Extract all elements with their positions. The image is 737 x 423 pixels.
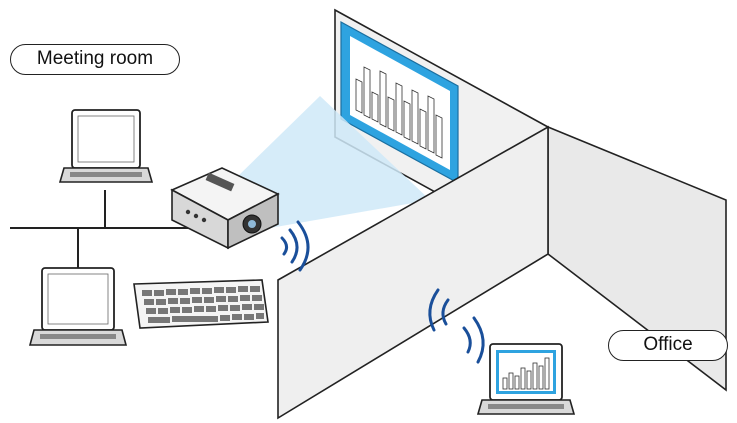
partition-wall (277, 125, 549, 420)
office-label: Office (608, 330, 728, 361)
wireless-signal-icon (428, 288, 485, 364)
projection-screen (340, 20, 459, 185)
network-cable (10, 190, 208, 268)
keyboard-icon (133, 279, 269, 329)
bar-chart-icon (355, 66, 443, 159)
laptop-icon (58, 109, 154, 183)
projector-icon (170, 167, 280, 250)
laptop-icon (28, 267, 128, 346)
laptop-icon (476, 343, 576, 415)
wireless-signal-icon (280, 220, 310, 272)
bar-chart-icon (502, 357, 550, 390)
meeting-room-label: Meeting room (10, 44, 180, 75)
projection-beam (236, 96, 430, 228)
